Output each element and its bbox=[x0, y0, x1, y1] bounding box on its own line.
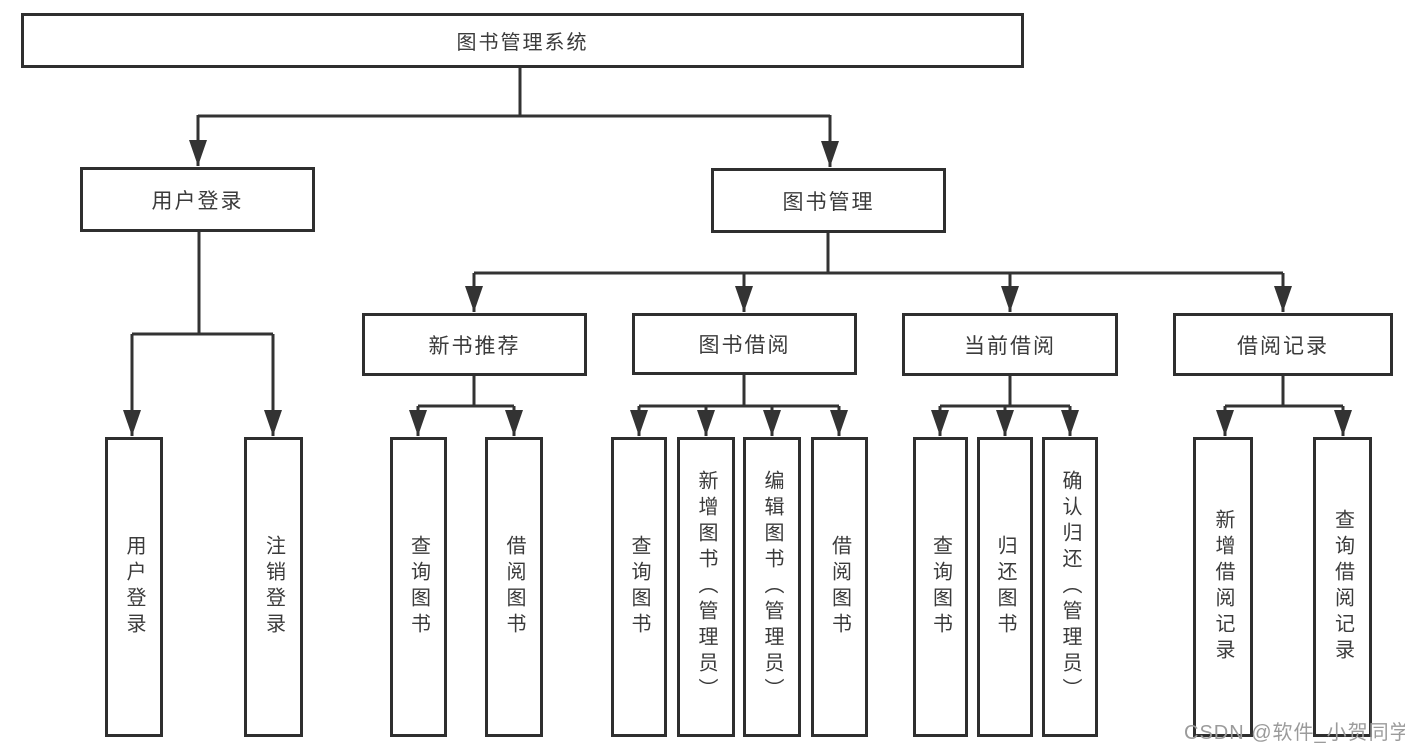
node-borrow-record: 借阅记录 bbox=[1173, 313, 1393, 376]
node-label: 注销登录 bbox=[262, 535, 285, 639]
node-book-management: 图书管理 bbox=[711, 168, 946, 233]
node-label: 归还图书 bbox=[994, 535, 1016, 639]
leaf-user-login: 用户登录 bbox=[105, 437, 163, 737]
node-label: 图书管理系统 bbox=[456, 32, 589, 54]
node-label: 查询图书 bbox=[628, 535, 650, 639]
leaf-query-books-2: 查询图书 bbox=[611, 437, 667, 737]
node-label: 查询图书 bbox=[929, 535, 952, 639]
leaf-edit-books-admin: 编辑图书（管理员） bbox=[743, 437, 801, 737]
leaf-query-books-1: 查询图书 bbox=[390, 437, 447, 737]
leaf-query-borrow-record: 查询借阅记录 bbox=[1313, 437, 1372, 737]
leaf-query-books-3: 查询图书 bbox=[913, 437, 968, 737]
node-label: 当前借阅 bbox=[964, 334, 1056, 358]
node-label: 编辑图书（管理员） bbox=[761, 470, 783, 704]
node-label: 新增图书（管理员） bbox=[695, 470, 717, 704]
node-label: 查询图书 bbox=[407, 535, 430, 639]
leaf-borrow-books-1: 借阅图书 bbox=[485, 437, 543, 737]
node-label: 用户登录 bbox=[151, 189, 244, 213]
leaf-return-books: 归还图书 bbox=[977, 437, 1033, 737]
leaf-logout: 注销登录 bbox=[244, 437, 303, 737]
node-label: 新书推荐 bbox=[428, 334, 521, 358]
csdn-watermark: CSDN @软件_小贺同学 bbox=[1184, 722, 1405, 744]
leaf-add-books-admin: 新增图书（管理员） bbox=[677, 437, 735, 737]
node-label: 图书管理 bbox=[782, 190, 875, 214]
leaf-borrow-books-2: 借阅图书 bbox=[811, 437, 868, 737]
leaf-add-borrow-record: 新增借阅记录 bbox=[1193, 437, 1253, 737]
node-current-borrow: 当前借阅 bbox=[902, 313, 1118, 376]
node-label: 图书借阅 bbox=[698, 334, 791, 357]
node-label: 查询借阅记录 bbox=[1331, 509, 1354, 665]
node-label: 确认归还（管理员） bbox=[1059, 470, 1081, 704]
leaf-confirm-return-admin: 确认归还（管理员） bbox=[1042, 437, 1098, 737]
node-label: 用户登录 bbox=[123, 535, 145, 639]
node-label: 借阅图书 bbox=[503, 535, 525, 639]
node-label: 借阅图书 bbox=[828, 535, 851, 639]
node-label: 新增借阅记录 bbox=[1212, 509, 1234, 665]
node-user-login: 用户登录 bbox=[80, 167, 315, 232]
node-new-book-recommend: 新书推荐 bbox=[362, 313, 587, 376]
node-book-borrow: 图书借阅 bbox=[632, 313, 857, 375]
node-label: 借阅记录 bbox=[1237, 334, 1329, 358]
node-root-system: 图书管理系统 bbox=[21, 13, 1024, 68]
